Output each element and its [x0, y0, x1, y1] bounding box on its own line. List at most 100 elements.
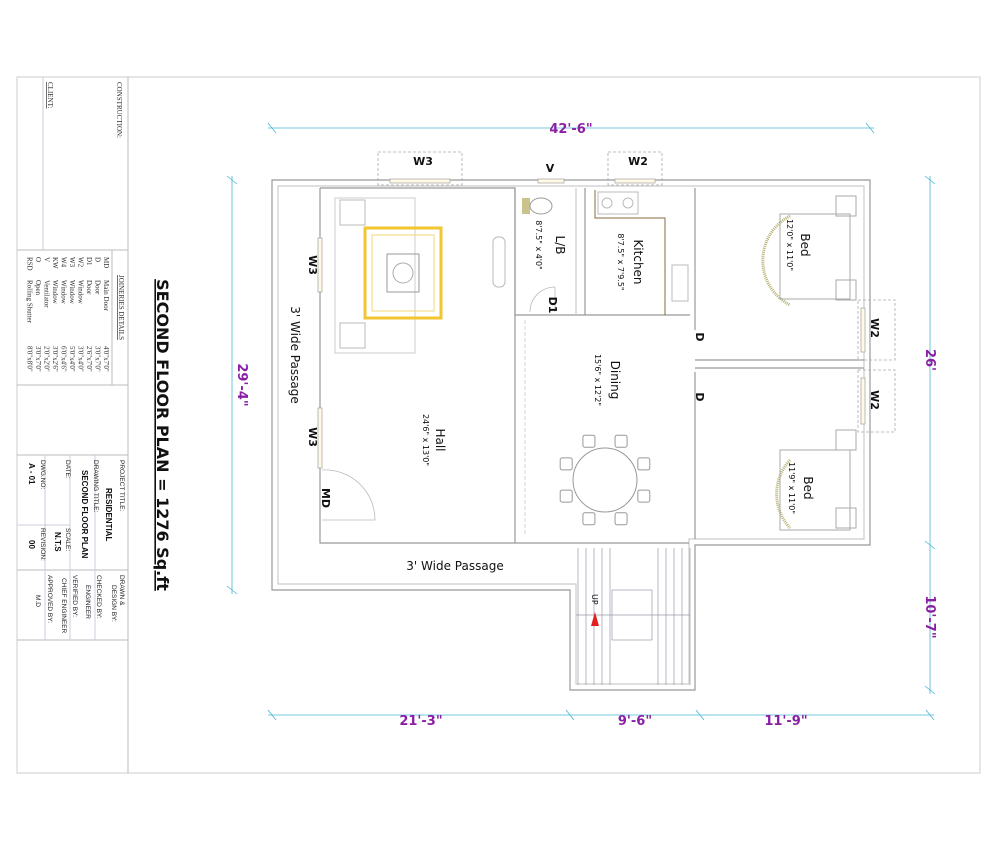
room-name-hall: Hall [433, 428, 447, 451]
joinery-code: KW [51, 257, 59, 269]
project-title: RESIDENTIAL [104, 488, 113, 541]
joinery-size: 8'0"x8'0" [26, 346, 34, 372]
plan-title: SECOND FLOOR PLAN = 1276 Sq.ft [153, 279, 172, 591]
joinery-size: 3'0"x7'0" [34, 346, 42, 372]
dimension-bottom-left: 21'-3" [399, 714, 442, 729]
dimension-bottom-right: 11'-9" [764, 714, 807, 729]
joinery-size: 2'6"x7'0" [85, 346, 93, 372]
door-label-d: D [693, 392, 706, 401]
room-size-kitchen: 8'7.5" x 7'9.5" [616, 233, 625, 290]
room-name-lb: L/B [553, 236, 567, 255]
window-label-w3: W3 [306, 255, 319, 275]
dwg-no-label: DWG.NO: [39, 460, 46, 489]
staircase [576, 548, 691, 685]
window-label-w3: W3 [306, 427, 319, 447]
joinery-size: 4'0"x7'0" [102, 346, 110, 372]
drawing-title-label: DRAWING TITLE: [92, 460, 99, 513]
joineries-heading: JOINERIES DETAILS [117, 275, 125, 340]
dwg-no: A - 01 [27, 463, 36, 485]
joinery-code: V [43, 257, 51, 262]
stair-up-label: UP [590, 594, 599, 605]
rug [363, 226, 443, 320]
construction-label: CONSTRUCTION: [115, 82, 123, 138]
verified-by: CHIEF ENGINEER [60, 578, 67, 634]
door-label-d: D [693, 332, 706, 341]
dimension-lines [226, 122, 936, 721]
dining-chair [559, 457, 573, 471]
joineries-table: MD Main Door 4'0"x7'0" D Door 3'0"x7'0" D1Door… [26, 257, 111, 372]
joinery-code: W2 [77, 257, 85, 268]
dimension-right-upper: 26' [922, 349, 937, 371]
scale-value: N.T.S [53, 532, 62, 552]
window-label-w2: W2 [868, 390, 881, 410]
joinery-code: W4 [60, 257, 68, 268]
joinery-code: MD [102, 257, 110, 268]
passage-label: 3' Wide Passage [288, 306, 302, 403]
dimension-right-lower: 10'-7" [922, 595, 937, 638]
approved-label: APPROVED BY: [46, 575, 53, 623]
joinery-type: Door [85, 280, 93, 295]
room-size-hall: 24'6" x 13'0" [421, 414, 430, 466]
passage-label: 3' Wide Passage [406, 559, 503, 573]
drawn-label: DRAWN & [118, 575, 125, 606]
joinery-code: D [94, 257, 102, 262]
joinery-code: O [34, 257, 42, 262]
checked-by: ENGINEER [84, 585, 91, 619]
stair-arrow-icon [591, 612, 599, 626]
doors [321, 286, 556, 521]
ventilator-label: V [546, 162, 555, 175]
toilet [522, 197, 553, 215]
window-label-w3: W3 [413, 155, 433, 168]
joinery-type: Window [51, 280, 59, 305]
window-label-w2: W2 [628, 155, 648, 168]
room-name-dining: Dining [608, 361, 622, 400]
room-name-bed: Bed [801, 476, 815, 499]
dimension-bottom-mid: 9'-6" [618, 714, 652, 729]
drawing-title: SECOND FLOOR PLAN [80, 470, 89, 559]
windows [317, 151, 896, 469]
dining-table [559, 434, 651, 526]
joinery-type: Open [34, 280, 42, 296]
dining-chair [582, 512, 596, 526]
dining-chair [637, 457, 651, 471]
dimension-top: 42'-6" [549, 122, 592, 137]
room-size-dining: 15'6" x 12'2" [593, 354, 602, 406]
joinery-code: D1 [85, 257, 93, 266]
joinery-code: RSD [26, 257, 34, 271]
joinery-size: 3'0"x7'0" [94, 346, 102, 372]
door-label-d1: D1 [546, 297, 559, 314]
kitchen-counter [594, 190, 689, 315]
sheet-border [16, 76, 981, 774]
room-size-bed: 12'0" x 11'0" [785, 219, 794, 271]
joinery-size: 3'0"x4'0" [77, 346, 85, 372]
room-name-bed: Bed [798, 233, 812, 256]
joinery-code: W3 [68, 257, 76, 268]
project-title-label: PROJECT TITLE: [118, 460, 125, 512]
dining-chair [614, 434, 628, 448]
joinery-type: Ventilator [43, 280, 51, 308]
window-label-w2: W2 [868, 318, 881, 338]
room-size-lb: 8'7.5" x 4'0" [534, 220, 543, 270]
joinery-size: 5'0"x4'0" [68, 346, 76, 372]
living-furniture [334, 197, 506, 354]
verified-label: VERIFIED BY: [71, 575, 78, 617]
joinery-type: Rolling Shutter [26, 280, 34, 324]
scale-label: SCALE: [64, 528, 71, 551]
joinery-size: 6'0"x4'6" [60, 346, 68, 372]
joinery-type: Window [68, 280, 76, 305]
joinery-type: Door [94, 280, 102, 295]
room-name-kitchen: Kitchen [631, 239, 645, 284]
walls [271, 179, 871, 691]
joinery-size: 2'0"x2'0" [43, 346, 51, 372]
client-label: CLIENT: [46, 82, 54, 109]
date-label: DATE: [64, 460, 71, 479]
title-block [17, 77, 129, 773]
dimension-left: 29'-4" [234, 363, 249, 406]
room-size-bed: 11'9" x 11'0" [787, 462, 796, 514]
design-label: DESIGN BY: [110, 585, 117, 622]
revision-label: REVISION: [39, 528, 46, 561]
joinery-type: Main Door [102, 280, 110, 312]
dining-chair [559, 489, 573, 503]
joinery-size: 3'0"x2'6" [51, 346, 59, 372]
